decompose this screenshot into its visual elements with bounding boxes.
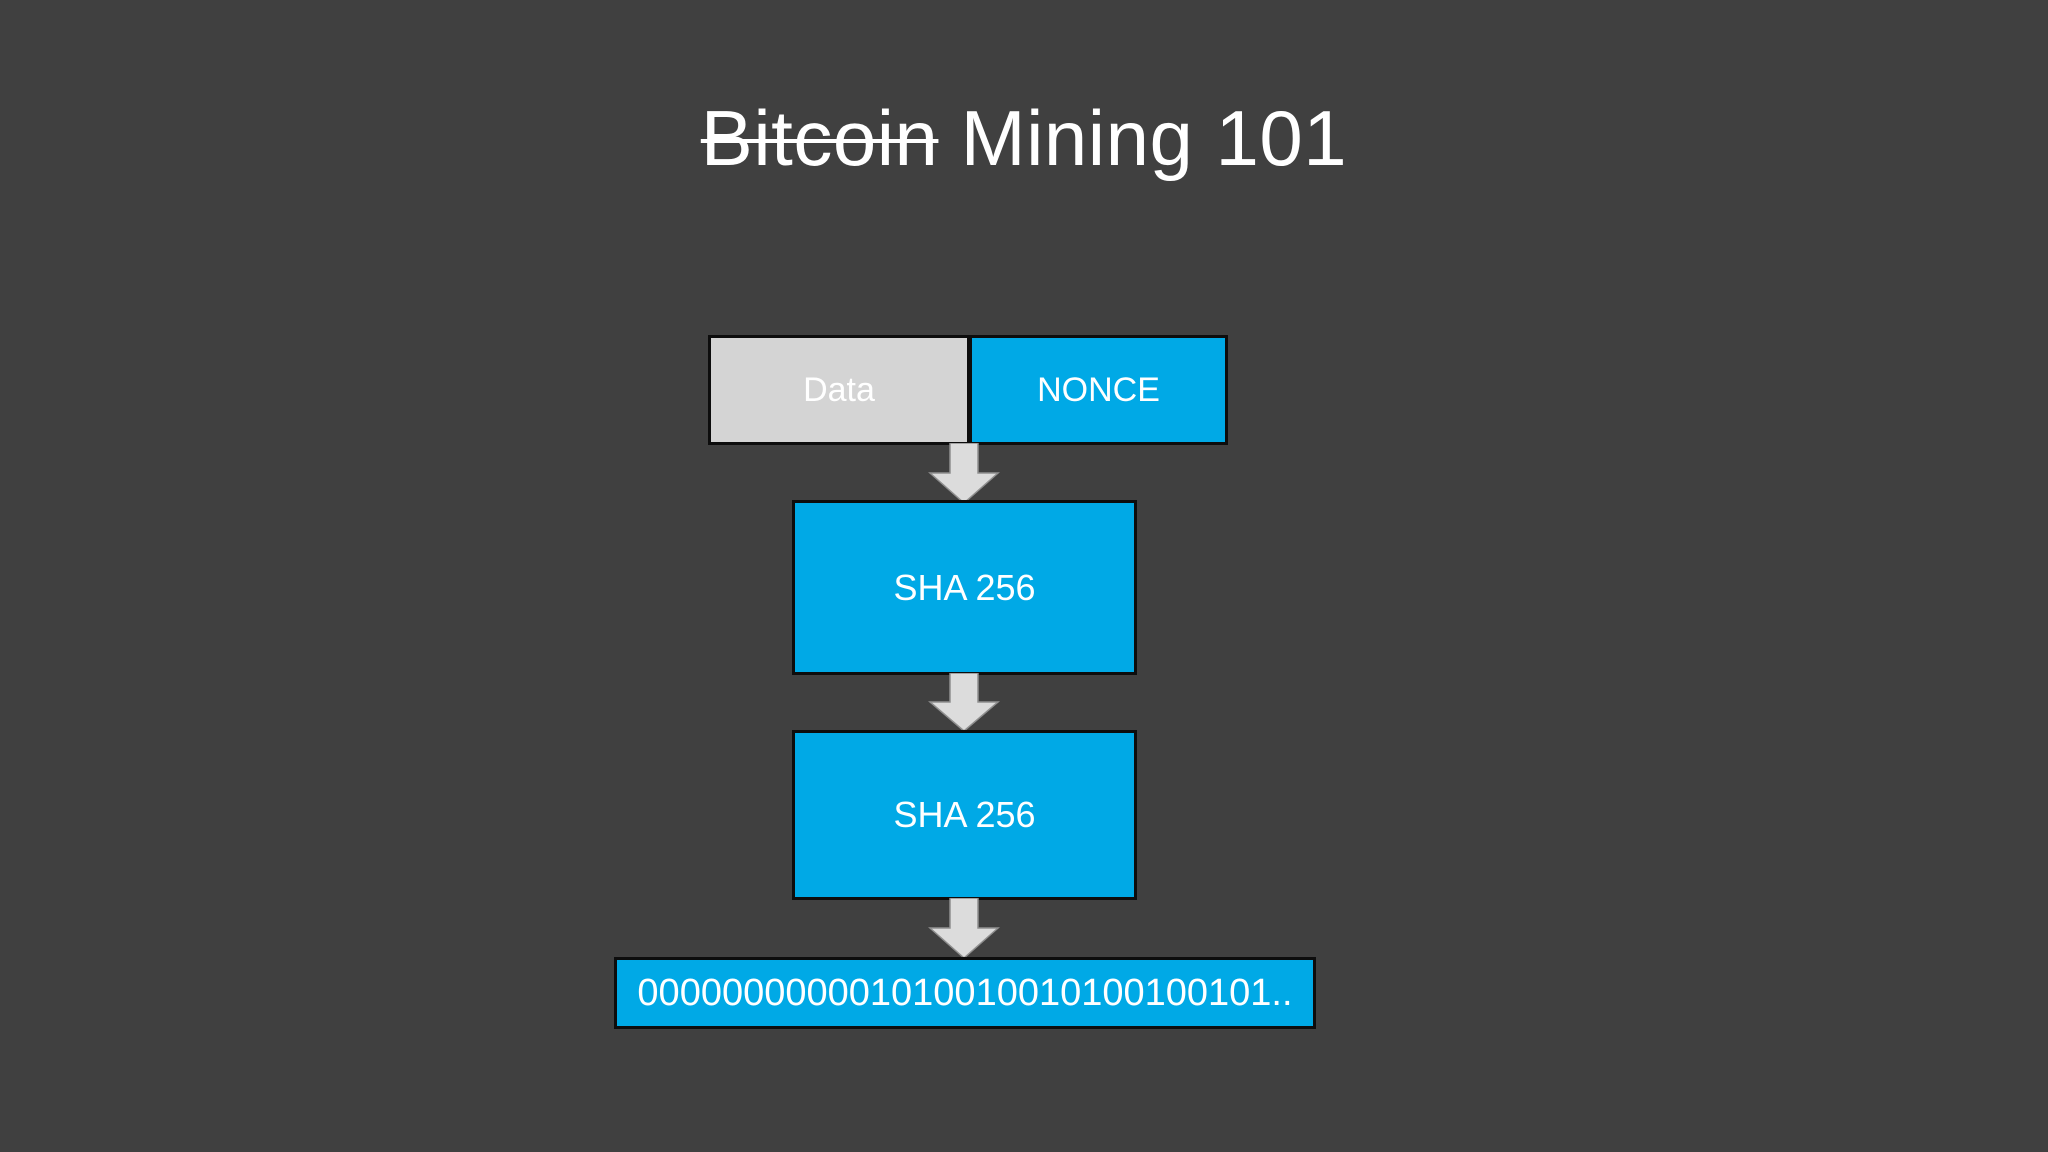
block-nonce-label: NONCE [1037,370,1160,409]
title-rest: Mining 101 [938,94,1348,182]
title-struck-word: Bitcoin [700,94,939,182]
block-sha256-second-label: SHA 256 [893,794,1036,835]
block-sha256-first[interactable]: SHA 256 [792,500,1137,675]
block-nonce[interactable]: NONCE [969,335,1228,445]
block-data[interactable]: Data [708,335,970,445]
down-arrow-icon-3 [928,898,1000,960]
block-sha256-second[interactable]: SHA 256 [792,730,1137,900]
down-arrow-icon-1 [928,443,1000,505]
down-arrow-icon-2 [928,673,1000,733]
page-title: Bitcoin Mining 101 [0,94,2048,182]
block-hash-output[interactable]: 000000000001010010010100100101.. [614,957,1316,1029]
block-hash-output-label: 000000000001010010010100100101.. [637,971,1293,1014]
block-data-label: Data [803,370,875,409]
block-sha256-first-label: SHA 256 [893,566,1036,608]
